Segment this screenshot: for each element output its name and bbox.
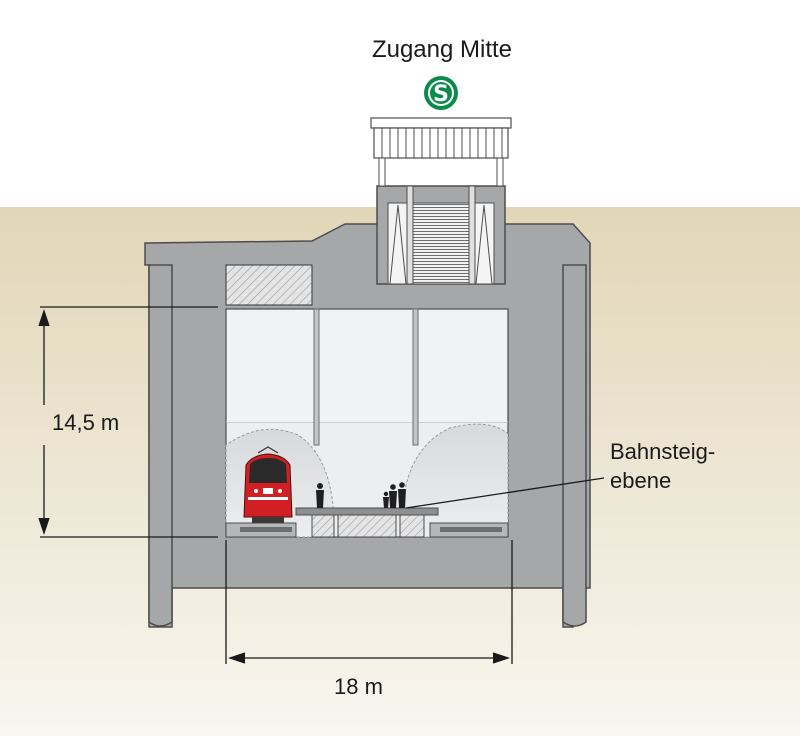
height-dimension-label: 14,5 m [52, 410, 120, 435]
column-left [313, 308, 320, 446]
shaft-post-left [406, 185, 414, 285]
platform-label-line1: Bahnsteig- [610, 439, 716, 464]
right-track-rail [440, 527, 502, 532]
passenger-silhouettes [316, 482, 406, 508]
platform-base-right [399, 514, 425, 538]
right-outer-wall [562, 264, 587, 627]
platform-level-label: Bahnsteig- ebene [610, 437, 715, 495]
entrance-title: Zugang Mitte [371, 36, 513, 63]
entrance-canopy [370, 117, 512, 187]
platform-slab [295, 507, 439, 516]
upper-hall-tone [227, 310, 507, 422]
s-bahn-logo: S [424, 76, 458, 110]
shaft-post-right [468, 185, 476, 285]
left-outer-wall [148, 264, 173, 627]
platform-base-left [311, 514, 335, 538]
platform-base-center [337, 514, 397, 538]
s-bahn-train [243, 446, 293, 523]
platform-label-line2: ebene [610, 468, 672, 493]
height-dimension [38, 306, 218, 538]
stairs [412, 202, 470, 285]
column-right [412, 308, 419, 446]
platform-leader-line [405, 477, 605, 509]
escalator-left [389, 204, 407, 285]
escalator-right [475, 204, 493, 285]
hatched-slab [225, 264, 313, 306]
width-dimension-label: 18 m [334, 674, 383, 699]
width-dimension [225, 540, 513, 664]
s-bahn-logo-letter: S [433, 82, 449, 107]
left-track-rail [240, 527, 292, 532]
